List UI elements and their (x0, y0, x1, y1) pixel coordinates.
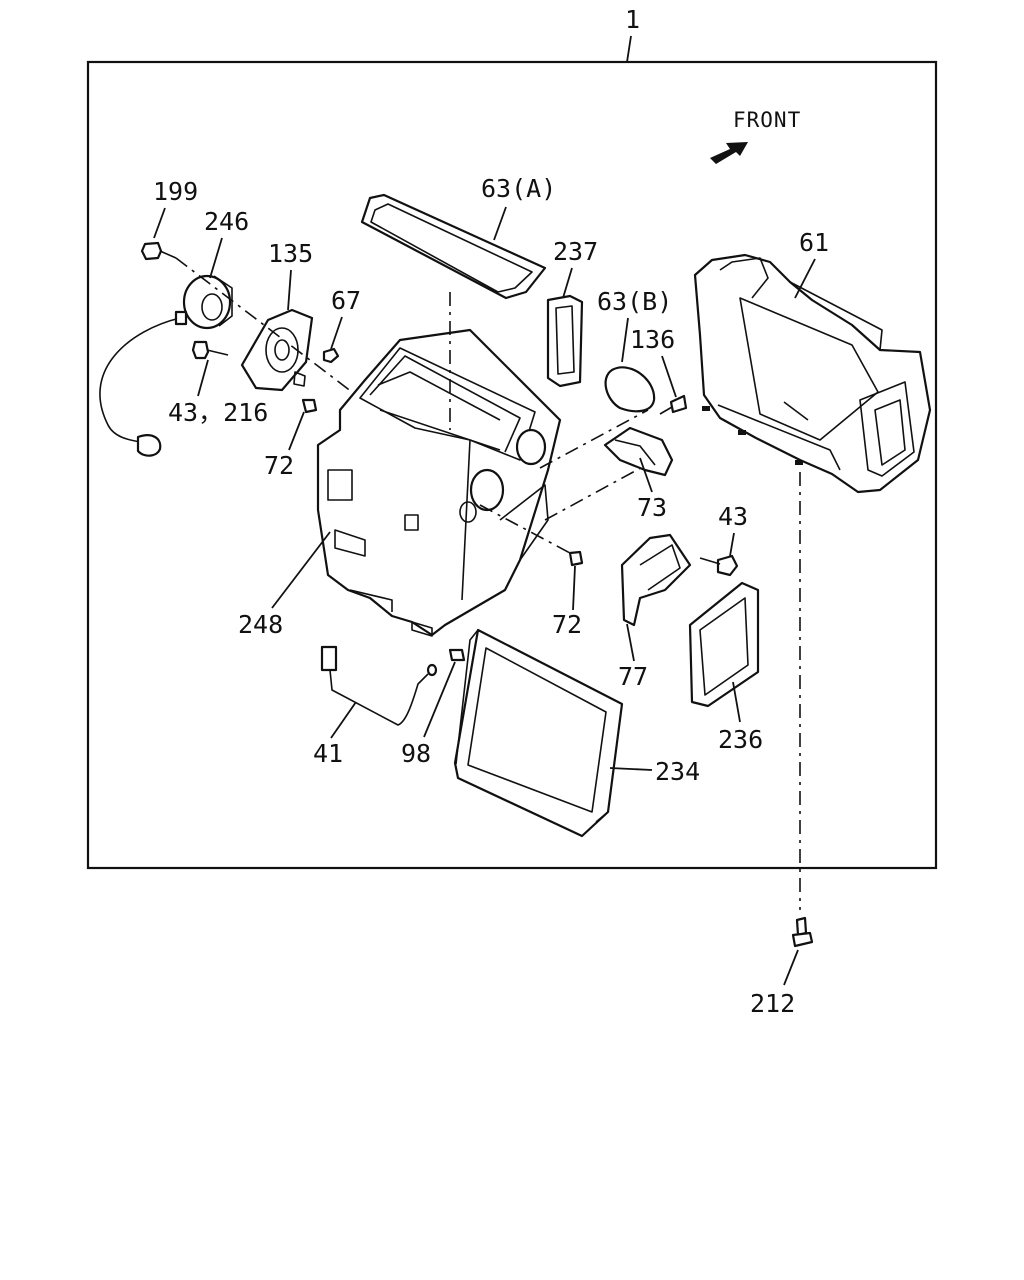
screw-43 (699, 554, 739, 577)
screw-199 (140, 241, 177, 261)
screw-136 (659, 394, 688, 415)
leader-72-lower (572, 565, 576, 611)
duct-73 (603, 426, 674, 477)
leader-135 (287, 269, 292, 311)
bolt-212 (791, 916, 814, 948)
leader-67 (330, 316, 343, 350)
label-43: 43 (718, 502, 748, 531)
leader-43 (729, 532, 735, 557)
label-63b: 63(B) (597, 287, 672, 316)
label-237: 237 (553, 237, 598, 266)
label-73: 73 (637, 493, 667, 522)
leader-246 (209, 237, 223, 279)
lower-case-61 (693, 253, 932, 494)
label-67: 67 (331, 286, 361, 315)
label-212: 212 (750, 989, 795, 1018)
axis-line-duct (539, 409, 649, 469)
harness-41 (320, 645, 438, 726)
label-72-lower: 72 (552, 610, 582, 639)
seal-237 (546, 294, 584, 388)
cover-246 (182, 274, 233, 330)
label-136: 136 (630, 325, 675, 354)
axis-line-motor (175, 257, 353, 393)
leader-199 (153, 207, 166, 239)
leader-98 (423, 661, 456, 738)
leader-72-upper (288, 411, 305, 451)
label-77: 77 (618, 662, 648, 691)
label-236: 236 (718, 725, 763, 754)
screw-43-216 (191, 340, 229, 360)
label-41: 41 (313, 739, 343, 768)
leader-41 (330, 701, 357, 739)
label-234: 234 (655, 757, 700, 786)
leader-248 (271, 531, 331, 609)
evaporator-234 (453, 628, 624, 838)
leader-212 (783, 949, 799, 986)
label-199: 199 (153, 177, 198, 206)
motor-135 (240, 308, 314, 392)
seal-63a (360, 193, 547, 300)
label-61: 61 (799, 228, 829, 257)
seal-236 (688, 581, 760, 708)
leader-77 (626, 623, 635, 662)
front-label: FRONT (733, 108, 801, 132)
leader-61 (794, 258, 816, 299)
axis-line-clip (479, 504, 571, 554)
label-43-216: 43，216 (168, 398, 268, 427)
assembly-number-label: 1 (625, 5, 640, 34)
leader-236 (732, 681, 741, 723)
leader-63a (493, 206, 507, 241)
label-246: 246 (204, 207, 249, 236)
bracket-77 (620, 533, 692, 627)
sensor-98 (448, 648, 466, 662)
clip-67 (322, 347, 340, 364)
heater-case-main (316, 328, 562, 637)
label-72-upper: 72 (264, 451, 294, 480)
assembly-frame (86, 60, 938, 870)
leader-237 (562, 267, 573, 299)
label-248: 248 (238, 610, 283, 639)
label-98: 98 (401, 739, 431, 768)
motor-wire (99, 310, 188, 457)
front-arrow-icon (710, 142, 748, 164)
label-135: 135 (268, 239, 313, 268)
leader-234 (609, 767, 653, 771)
assembly-leader (626, 35, 632, 63)
seal-63b (604, 366, 656, 413)
leader-73 (639, 457, 653, 493)
leader-63b (621, 317, 629, 363)
leader-136 (661, 355, 677, 398)
leader-43-216 (197, 359, 209, 397)
clip-72-lower (568, 550, 584, 567)
clip-72-upper (301, 398, 318, 414)
label-63a: 63(A) (481, 174, 556, 203)
